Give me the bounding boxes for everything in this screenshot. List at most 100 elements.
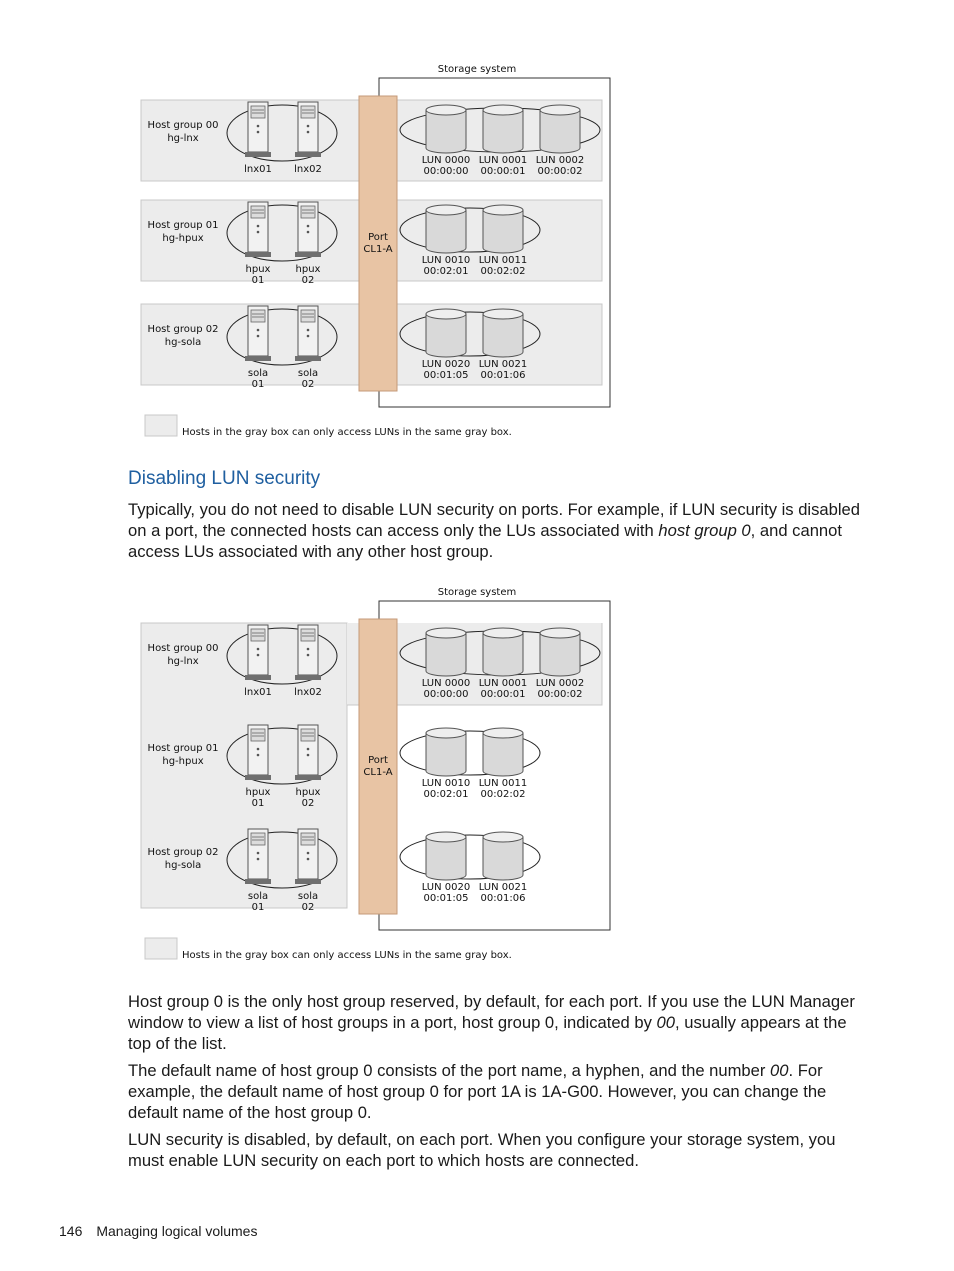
host-group-name: hg-lnx (167, 133, 198, 144)
lun-address: 00:01:06 (481, 370, 526, 381)
host-number: 02 (302, 275, 315, 286)
lun-disk-icon (425, 727, 467, 777)
host-link-ellipse (226, 727, 338, 785)
server-icon (295, 305, 321, 361)
lun-number: LUN 0001 (479, 155, 528, 166)
lun-address: 00:00:01 (481, 166, 526, 177)
host-group-name: hg-hpux (162, 756, 203, 767)
lun-address: 00:01:05 (424, 370, 469, 381)
host-link-ellipse (226, 308, 338, 366)
port-name: CL1-A (363, 767, 392, 778)
port-label: Port (368, 755, 388, 766)
lun-number: LUN 0010 (422, 255, 471, 266)
lun-address: 00:02:01 (424, 266, 469, 277)
lun-disk-icon (539, 104, 581, 154)
server-icon (245, 101, 271, 157)
legend-swatch (144, 414, 178, 437)
lun-address: 00:01:05 (424, 893, 469, 904)
host-name: lnx01 (244, 687, 272, 698)
lun-link-ellipse (399, 834, 541, 880)
lun-disk-icon (482, 627, 524, 677)
lun-disk-icon (425, 831, 467, 881)
host-group-name: hg-hpux (162, 233, 203, 244)
lun-disk-icon (482, 204, 524, 254)
port-column (358, 95, 398, 392)
lun-address: 00:02:02 (481, 789, 526, 800)
host-name: hpux (296, 264, 321, 275)
host-name: hpux (246, 264, 271, 275)
lun-number: LUN 0002 (536, 155, 585, 166)
server-icon (245, 724, 271, 780)
lun-number: LUN 0000 (422, 678, 471, 689)
host-number: 02 (302, 902, 315, 913)
host-name: lnx02 (294, 164, 322, 175)
lun-number: LUN 0011 (479, 778, 528, 789)
server-icon (295, 724, 321, 780)
host-number: 01 (252, 798, 265, 809)
lun-address: 00:00:00 (424, 166, 469, 177)
host-link-ellipse (226, 831, 338, 889)
host-number: 01 (252, 902, 265, 913)
lun-number: LUN 0011 (479, 255, 528, 266)
lun-address: 00:00:01 (481, 689, 526, 700)
lun-disk-icon (482, 727, 524, 777)
lun-disk-icon (425, 627, 467, 677)
lun-address: 00:00:00 (424, 689, 469, 700)
server-icon (245, 305, 271, 361)
lun-address: 00:01:06 (481, 893, 526, 904)
server-icon (245, 201, 271, 257)
lun-disk-icon (482, 104, 524, 154)
host-group-box-outline (346, 623, 603, 908)
host-group-title: Host group 01 (148, 743, 219, 754)
lun-disk-icon (425, 104, 467, 154)
server-icon (295, 201, 321, 257)
host-group-name: hg-sola (165, 860, 202, 871)
lun-disk-icon (482, 831, 524, 881)
lun-number: LUN 0020 (422, 359, 471, 370)
host-group-title: Host group 00 (148, 643, 219, 654)
server-icon (245, 828, 271, 884)
host-name: sola (248, 891, 268, 902)
port-name: CL1-A (363, 244, 392, 255)
host-number: 01 (252, 379, 265, 390)
host-group-title: Host group 01 (148, 220, 219, 231)
page-number: 146 (59, 1223, 83, 1239)
lun-disk-icon (425, 308, 467, 358)
host-name: sola (248, 368, 268, 379)
host-group-title: Host group 00 (148, 120, 219, 131)
lun-number: LUN 0020 (422, 882, 471, 893)
lun-number: LUN 0021 (479, 359, 528, 370)
server-icon (295, 828, 321, 884)
lun-disk-icon (539, 627, 581, 677)
lun-address: 00:02:02 (481, 266, 526, 277)
server-icon (245, 624, 271, 680)
lun-number: LUN 0000 (422, 155, 471, 166)
host-group-title: Host group 02 (148, 847, 219, 858)
lun-address: 00:02:01 (424, 789, 469, 800)
lun-disk-icon (425, 204, 467, 254)
host-link-ellipse (226, 627, 338, 685)
paragraph-2: Host group 0 is the only host group rese… (128, 992, 855, 1053)
lun-address: 00:00:02 (538, 166, 583, 177)
port-label: Port (368, 232, 388, 243)
storage-system-label: Storage system (438, 587, 516, 598)
legend-swatch (144, 937, 178, 960)
paragraph-3: The default name of host group 0 consist… (128, 1061, 827, 1122)
host-name: sola (298, 368, 318, 379)
lun-link-ellipse (399, 730, 541, 776)
host-number: 02 (302, 379, 315, 390)
storage-system-label: Storage system (438, 64, 516, 75)
lun-number: LUN 0002 (536, 678, 585, 689)
host-group-name: hg-sola (165, 337, 202, 348)
port-column (358, 618, 398, 915)
